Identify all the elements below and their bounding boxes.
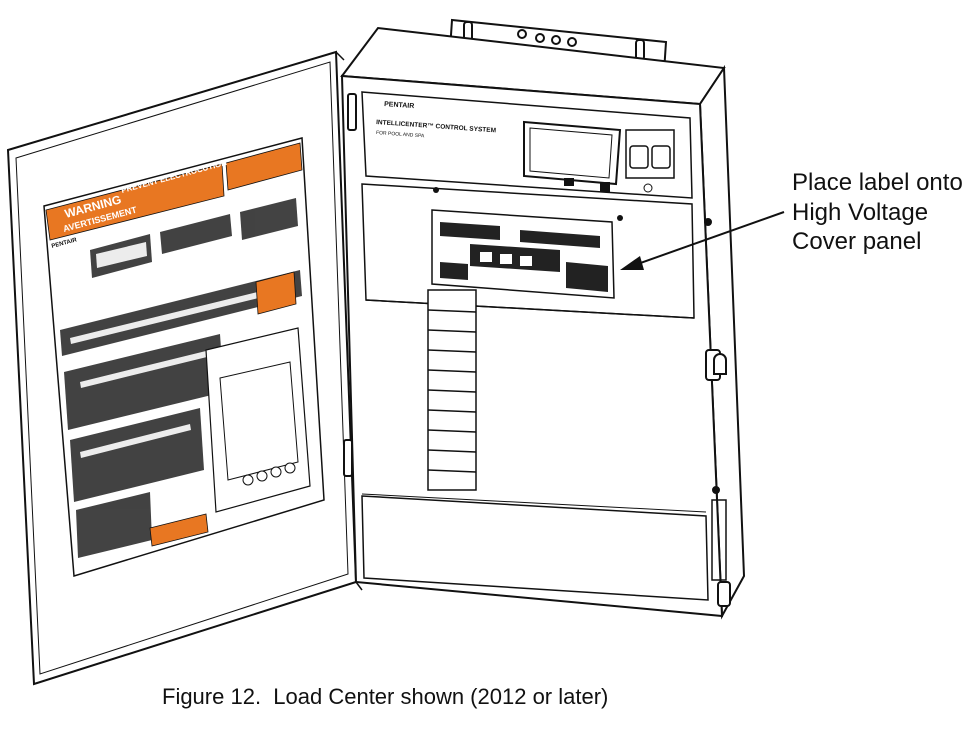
warning-banner <box>45 163 225 241</box>
display-screen <box>523 120 622 186</box>
breaker-knockouts <box>427 289 477 491</box>
callout-line-2: High Voltage <box>792 198 929 226</box>
door-wiring-label: WARNING AVERTISSEMENT PREVENT ELECTROCUT… <box>43 137 325 577</box>
callout-line-1: Place label onto <box>792 169 963 196</box>
figure-caption: Figure 12. Load Center shown (2012 or la… <box>162 684 609 709</box>
callout-line-3: Cover panel <box>792 228 922 255</box>
enclosure-subtitle: FOR POOL AND SPA <box>376 130 425 139</box>
enclosure-brand: PENTAIR <box>384 101 415 110</box>
callout-arrow <box>620 211 785 270</box>
cover-panel-label <box>431 209 615 299</box>
callout-text: Place label onto High Voltage Cover pane… <box>792 168 963 257</box>
enclosure-body <box>340 26 746 620</box>
